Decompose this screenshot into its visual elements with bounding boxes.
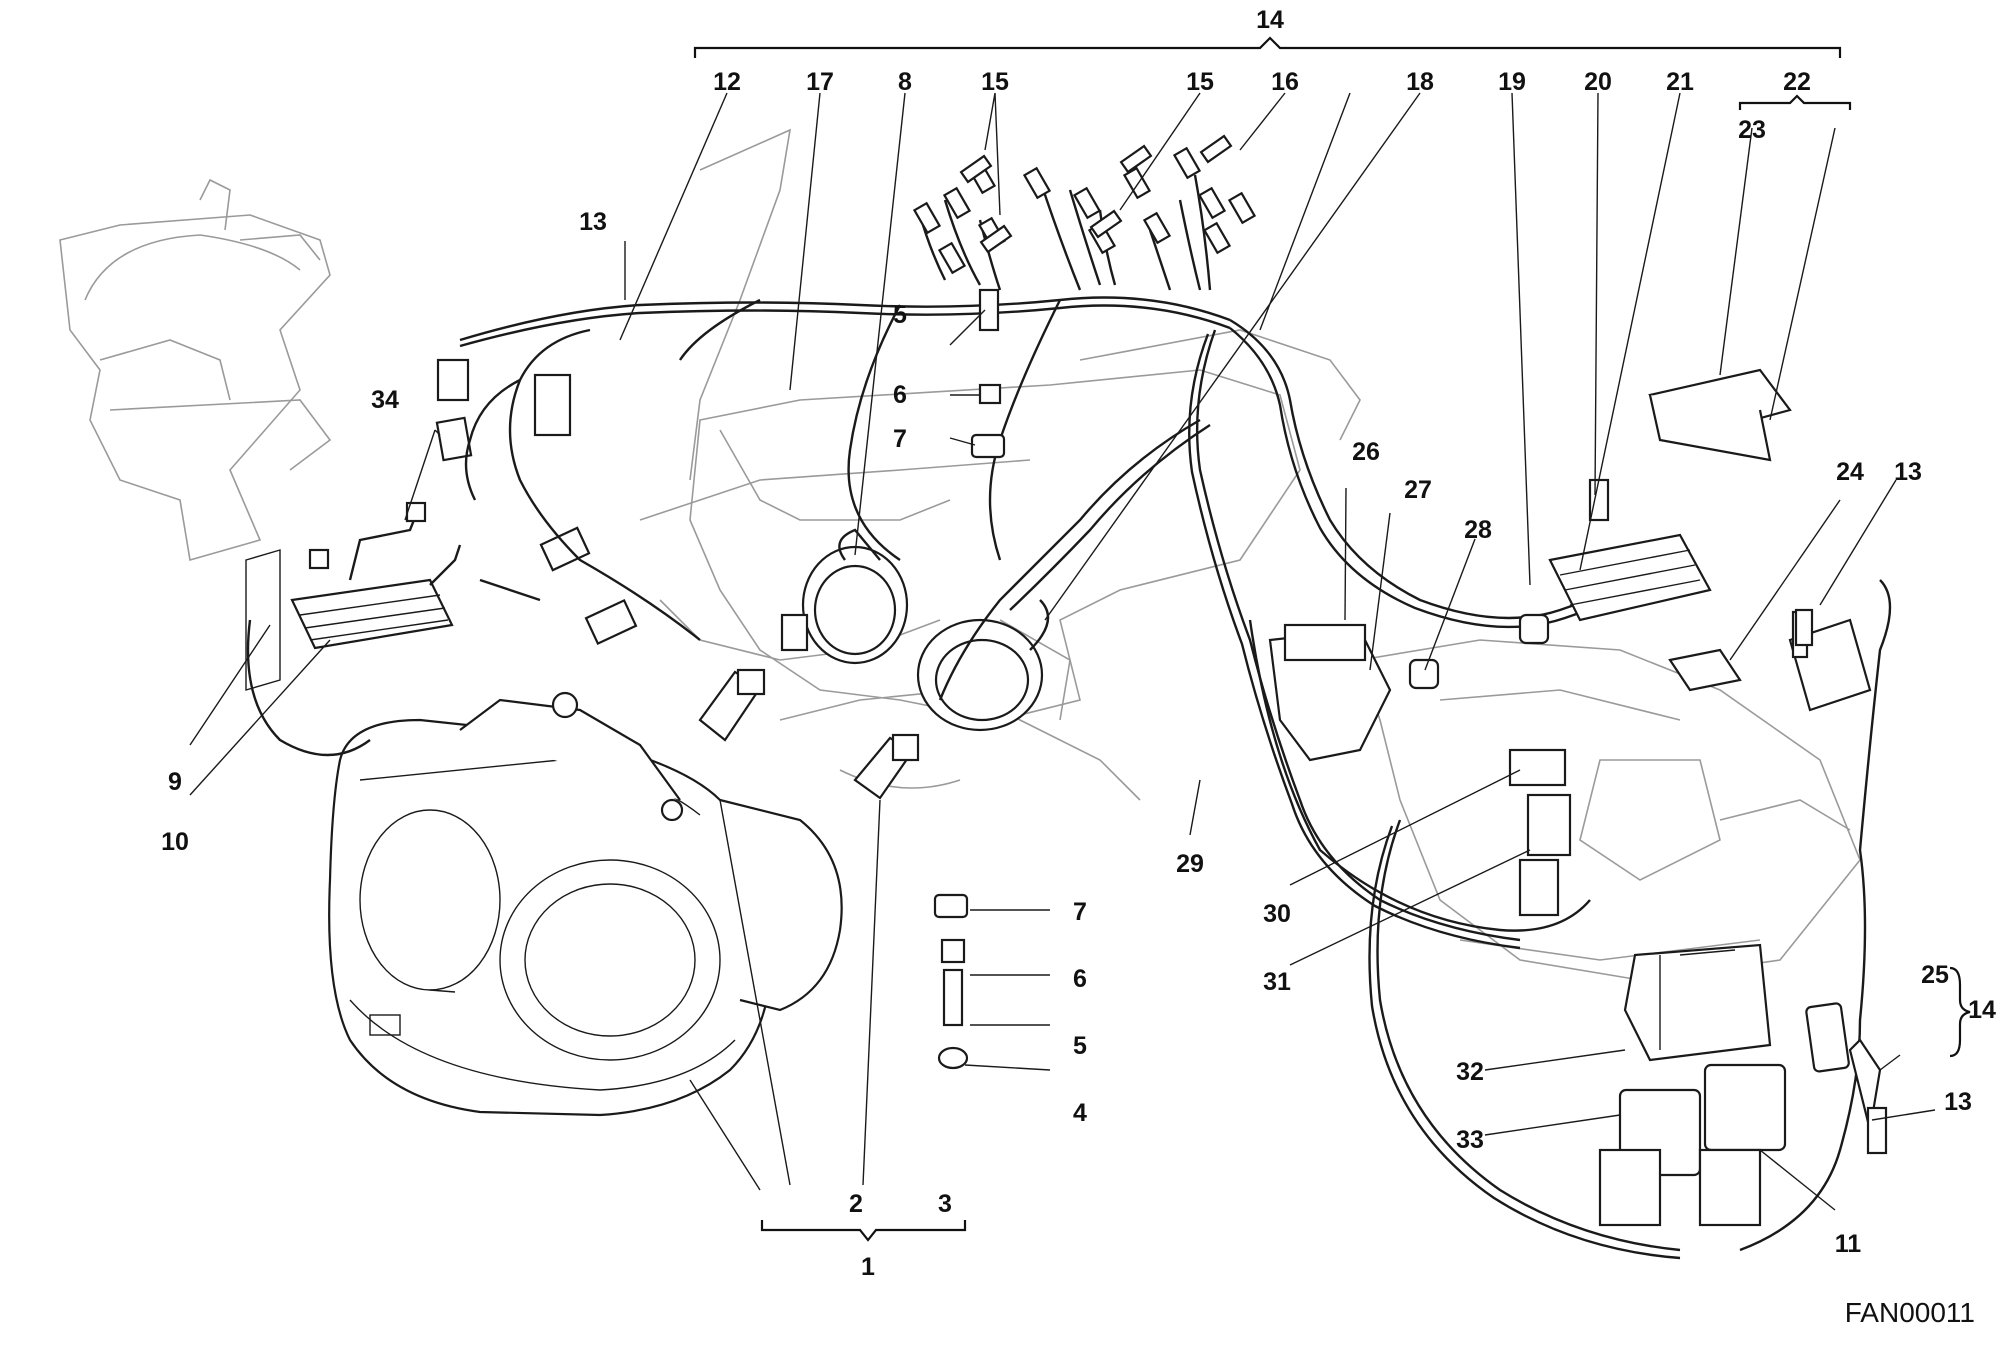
- callout-30: 30: [1263, 900, 1291, 928]
- harness-branch-connectors: [912, 146, 1257, 291]
- callout-34: 34: [371, 386, 399, 414]
- callout-21: 21: [1666, 68, 1694, 96]
- callout-31: 31: [1263, 968, 1291, 996]
- callout-23: 23: [1738, 116, 1766, 144]
- callout-6-a: 6: [893, 381, 907, 409]
- callout-18: 18: [1406, 68, 1434, 96]
- callout-19: 19: [1498, 68, 1526, 96]
- drawing-code: FAN00011: [1845, 1297, 1975, 1328]
- callout-2: 2: [849, 1190, 863, 1218]
- bulb-3: [853, 733, 920, 800]
- group-bracket-22: [1738, 94, 1852, 110]
- callout-24: 24: [1836, 458, 1864, 486]
- ghost-frame-right: [1358, 639, 1861, 981]
- regulator-connector: [435, 358, 638, 646]
- main-wiring-harness: [246, 296, 1892, 1260]
- callout-33: 33: [1456, 1126, 1484, 1154]
- relay-32: [1623, 943, 1772, 1062]
- fuse-16: [1199, 134, 1233, 164]
- callout-13-a: 13: [579, 208, 607, 236]
- callout-3: 3: [938, 1190, 952, 1218]
- callout-11: 11: [1835, 1230, 1862, 1258]
- callout-25: 25: [1921, 961, 1949, 989]
- group-bracket-25-14: [1949, 966, 1971, 1058]
- junction-connectors: [1408, 613, 1572, 917]
- callout-8: 8: [898, 68, 912, 96]
- callout-32: 32: [1456, 1058, 1484, 1086]
- callout-4: 4: [1073, 1099, 1087, 1127]
- callout-13-c: 13: [1944, 1088, 1972, 1116]
- callout-26: 26: [1352, 438, 1380, 466]
- mount-screws-top: [970, 288, 1006, 459]
- callout-10: 10: [161, 828, 189, 856]
- horn-relay: [1268, 623, 1392, 762]
- instrument-panel-bracket: [1648, 368, 1792, 462]
- callout-17: 17: [806, 68, 834, 96]
- bulb-holder-left: [780, 528, 909, 665]
- callout-28: 28: [1464, 516, 1492, 544]
- ghost-frame-center: [639, 128, 1361, 801]
- rpm-sensor: [1668, 648, 1742, 692]
- fuse-15: [959, 144, 1153, 254]
- callout-9: 9: [168, 768, 182, 796]
- callout-27: 27: [1404, 476, 1432, 504]
- leader-lines: [189, 92, 1936, 1211]
- callout-1: 1: [861, 1253, 875, 1281]
- mount-screws-bottom: [933, 893, 969, 1070]
- bracket-screw-right: [1794, 608, 1814, 647]
- callout-16: 16: [1271, 68, 1299, 96]
- headlight-assembly: [328, 691, 843, 1117]
- callout-7-b: 7: [1073, 898, 1087, 926]
- callout-5-a: 5: [893, 301, 907, 329]
- callout-14-side: 14: [1968, 996, 1996, 1024]
- relays-33-11: [1598, 1063, 1787, 1227]
- group-bracket-1: [760, 1220, 967, 1242]
- callout-15-a: 15: [981, 68, 1009, 96]
- callout-20: 20: [1584, 68, 1612, 96]
- callout-5-b: 5: [1073, 1032, 1087, 1060]
- ignition-module: [1548, 478, 1712, 622]
- callout-7-a: 7: [893, 425, 907, 453]
- bulb-holder-right: [916, 599, 1050, 732]
- callout-6-b: 6: [1073, 965, 1087, 993]
- callout-13-b: 13: [1894, 458, 1922, 486]
- voltage-regulator: [245, 501, 462, 691]
- callout-labels: 14 12 17 8 15 15 16 18 19 20 21 22 23 13…: [161, 6, 1996, 1281]
- callout-22: 22: [1783, 68, 1811, 96]
- callout-12: 12: [713, 68, 741, 96]
- ghost-frame-left: [59, 178, 332, 562]
- group-bracket-14-top: [693, 36, 1842, 58]
- bulb-2: [698, 668, 766, 742]
- callout-15-b: 15: [1186, 68, 1214, 96]
- callout-29: 29: [1176, 850, 1204, 878]
- callout-14-top: 14: [1256, 6, 1284, 34]
